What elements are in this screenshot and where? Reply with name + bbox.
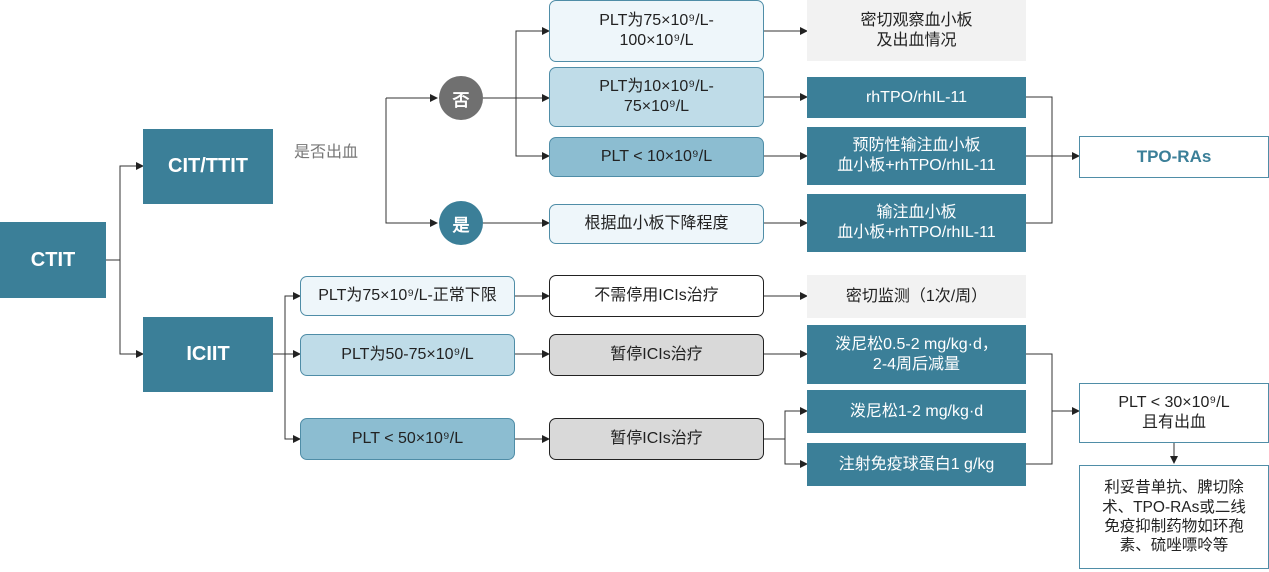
severe-plt-line1: PLT < 30×10⁹/L [1118, 394, 1230, 411]
ici-pause-box-1: 暂停ICIs治疗 [549, 334, 764, 376]
cit-prophylactic-box: 预防性输注血小板 血小板+rhTPO/rhIL-11 [807, 127, 1026, 185]
ici-continue-box: 不需停用ICIs治疗 [549, 275, 764, 317]
iciit-prednisone-taper-line2: 2-4周后减量 [872, 355, 961, 373]
cit-plt-10-75-line2: 75×10⁹/L [623, 98, 690, 115]
cit-plt-75-100-line1: PLT为75×10⁹/L- [599, 12, 714, 29]
cit-prophylactic-line1: 预防性输注血小板 [852, 137, 981, 154]
ctit-box: CTIT [0, 222, 106, 298]
cit-observe-box: 密切观察血小板 及出血情况 [807, 0, 1026, 61]
cit-plt-75-100-line2: 100×10⁹/L [619, 32, 694, 49]
cit-plt-10-75-line1: PLT为10×10⁹/L- [599, 78, 714, 95]
cit-plt-10-75-box: PLT为10×10⁹/L- 75×10⁹/L [549, 67, 764, 127]
iciit-plt-lt50-box: PLT < 50×10⁹/L [300, 418, 515, 460]
severe-plt-box: PLT < 30×10⁹/L 且有出血 [1079, 383, 1269, 443]
cit-prophylactic-line2: 血小板+rhTPO/rhIL-11 [837, 157, 996, 174]
cit-observe-line1: 密切观察血小板 [860, 11, 973, 29]
iciit-prednisone-taper-line1: 泼尼松0.5-2 mg/kg·d， [835, 335, 998, 353]
second-line-therapy-box: 利妥昔单抗、脾切除 术、TPO-RAs或二线 免疫抑制药物如环孢 素、硫唑嘌呤等 [1079, 465, 1269, 569]
cit-rhtpo-box: rhTPO/rhIL-11 [807, 77, 1026, 118]
iciit-plt-75-normal-box: PLT为75×10⁹/L-正常下限 [300, 276, 515, 316]
iciit-plt-50-75-box: PLT为50-75×10⁹/L [300, 334, 515, 376]
cit-observe-line2: 及出血情况 [876, 31, 957, 49]
bleeding-question: 是否出血 [294, 144, 359, 161]
second-line-line1: 利妥昔单抗、脾切除 [1104, 479, 1244, 497]
iciit-prednisone-box: 泼尼松1-2 mg/kg·d [807, 390, 1026, 433]
severe-plt-line2: 且有出血 [1141, 414, 1206, 431]
iciit-monitor-box: 密切监测（1次/周） [807, 275, 1026, 318]
cit-transfusion-box: 输注血小板 血小板+rhTPO/rhIL-11 [807, 194, 1026, 252]
yes-circle: 是 [439, 201, 483, 245]
tpo-ras-box: TPO-RAs [1079, 136, 1269, 178]
second-line-line4: 素、硫唑嘌呤等 [1119, 537, 1229, 555]
ici-pause-box-2: 暂停ICIs治疗 [549, 418, 764, 460]
no-circle: 否 [439, 76, 483, 120]
cit-plt-lt10-box: PLT < 10×10⁹/L [549, 137, 764, 177]
second-line-line3: 免疫抑制药物如环孢 [1104, 518, 1244, 535]
second-line-line2: 术、TPO-RAs或二线 [1102, 498, 1246, 516]
iciit-ivig-box: 注射免疫球蛋白1 g/kg [807, 443, 1026, 486]
cit-ttit-box: CIT/TTIT [143, 129, 273, 204]
iciit-box: ICIIT [143, 317, 273, 392]
cit-transfusion-line1: 输注血小板 [876, 204, 957, 221]
cit-plt-decline-box: 根据血小板下降程度 [549, 204, 764, 244]
cit-transfusion-line2: 血小板+rhTPO/rhIL-11 [837, 224, 996, 241]
cit-plt-75-100-box: PLT为75×10⁹/L- 100×10⁹/L [549, 0, 764, 62]
iciit-prednisone-taper-box: 泼尼松0.5-2 mg/kg·d， 2-4周后减量 [807, 325, 1026, 384]
